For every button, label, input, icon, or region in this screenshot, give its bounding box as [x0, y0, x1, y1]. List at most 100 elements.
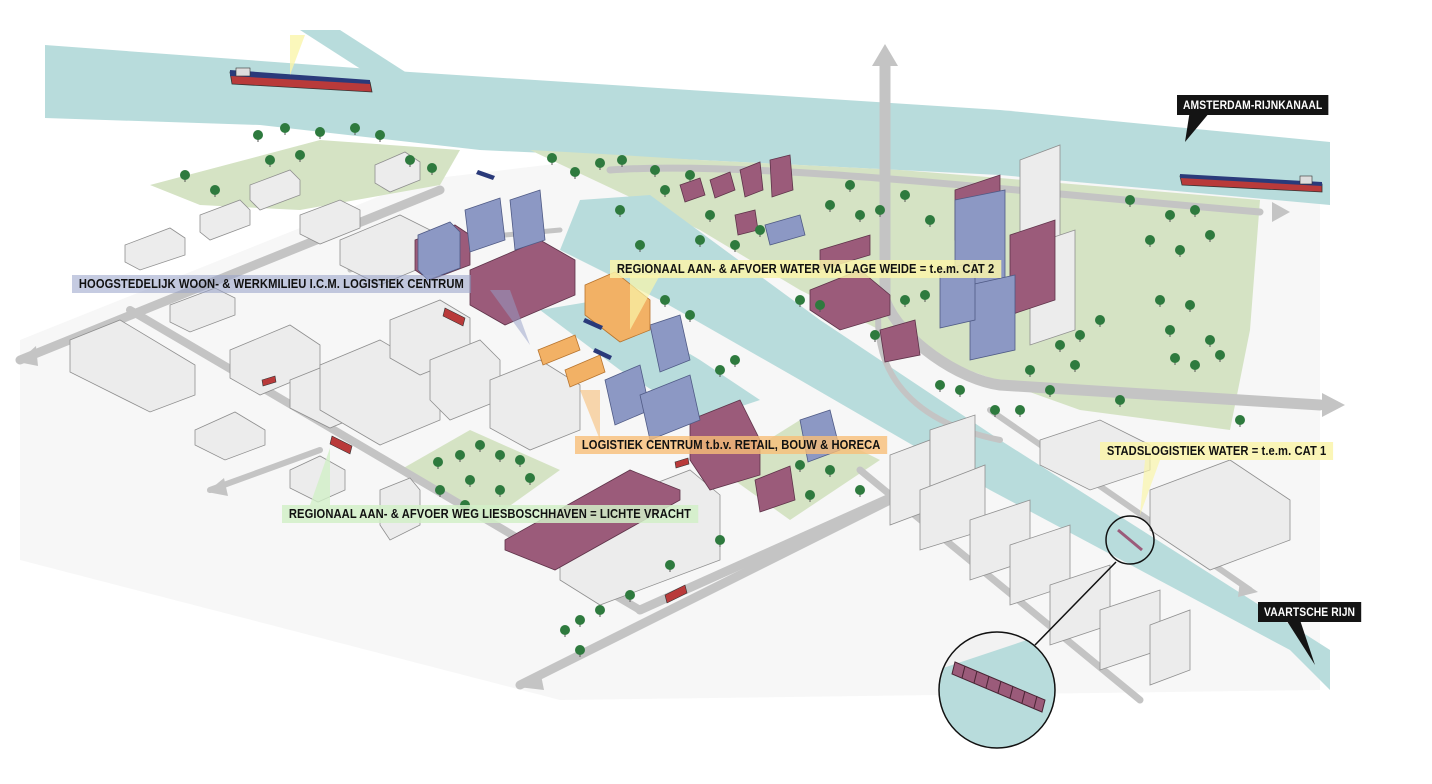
tree-icon [1170, 353, 1180, 365]
pointer-icon [290, 35, 305, 75]
tree-icon [265, 155, 275, 167]
grey-buildings [69, 144, 1291, 686]
tree-icon [433, 457, 443, 469]
tree-icon [625, 590, 635, 602]
tree-icon [1175, 245, 1185, 257]
tree-icon [900, 295, 910, 307]
tree-icon [920, 290, 930, 302]
tree-icon [1205, 230, 1215, 242]
magnifier-icon [938, 515, 1155, 749]
tree-icon [1125, 195, 1135, 207]
tree-icon [180, 170, 190, 182]
tree-icon [615, 205, 625, 217]
tree-icon [660, 295, 670, 307]
tree-icon [795, 295, 805, 307]
tree-icon [515, 455, 525, 467]
canal-branch-north [300, 30, 410, 75]
tree-icon [1215, 350, 1225, 362]
tree-icon [435, 485, 445, 497]
tree-icon [1075, 330, 1085, 342]
tree-icon [427, 163, 437, 175]
pointer-icon [580, 390, 600, 440]
tree-icon [595, 158, 605, 170]
tree-icon [495, 485, 505, 497]
label-stadslogistiek-water: STADSLOGISTIEK WATER = t.e.m. CAT 1 [1100, 442, 1334, 460]
tree-icon [660, 185, 670, 197]
tree-icon [875, 205, 885, 217]
barge-icon [476, 170, 612, 360]
tree-icon [695, 235, 705, 247]
harbour-basin [540, 300, 760, 420]
tree-icon [575, 645, 585, 657]
tree-icon [1190, 205, 1200, 217]
tree-icon [730, 355, 740, 367]
tree-icon [575, 615, 585, 627]
pointer-icon [1140, 460, 1160, 515]
tree-icon [855, 210, 865, 222]
green-area-park [400, 430, 560, 520]
tree-icon [295, 150, 305, 162]
tree-icon [210, 185, 220, 197]
tree-icon [845, 180, 855, 192]
tree-icon [715, 365, 725, 377]
tree-icon [1015, 405, 1025, 417]
tree-icon [570, 167, 580, 179]
tree-icon [755, 225, 765, 237]
tree-icon [730, 240, 740, 252]
blue-buildings [417, 189, 1016, 463]
green-area-northwest [150, 140, 460, 210]
tree-icon [375, 130, 385, 142]
tree-icon [685, 170, 695, 182]
pointer-icon [1285, 618, 1315, 665]
tree-icon [280, 123, 290, 135]
tree-icon [595, 605, 605, 617]
tree-icon [617, 155, 627, 167]
tree-icon [635, 240, 645, 252]
tree-icon [935, 380, 945, 392]
tree-icon [495, 450, 505, 462]
barge-icon [229, 67, 373, 93]
truck-icon [261, 307, 690, 604]
tree-icon [650, 165, 660, 177]
label-vaartsche-rijn: VAARTSCHE RIJN [1258, 602, 1362, 622]
tree-icon [955, 385, 965, 397]
label-regionaal-weg: REGIONAAL AAN- & AFVOER WEG LIESBOSCHHAV… [282, 505, 698, 523]
tree-icon [1025, 365, 1035, 377]
tree-icon [665, 560, 675, 572]
tree-icon [990, 405, 1000, 417]
tree-icon [825, 200, 835, 212]
tree-icon [795, 460, 805, 472]
tree-icon [315, 127, 325, 139]
tree-icon [1205, 335, 1215, 347]
tree-icon [900, 190, 910, 202]
tree-icon [925, 215, 935, 227]
tree-icon [525, 473, 535, 485]
tree-icon [870, 330, 880, 342]
tree-icon [1165, 325, 1175, 337]
pointer-icon [490, 290, 530, 345]
tree-icon [1235, 415, 1245, 427]
tree-icon [465, 475, 475, 487]
label-hoogstedelijk-woon-werkmilieu: HOOGSTEDELIJK WOON- & WERKMILIEU I.C.M. … [72, 275, 471, 293]
tree-icon [405, 155, 415, 167]
tree-icon [475, 440, 485, 452]
trees [180, 123, 1245, 657]
tree-icon [1095, 315, 1105, 327]
tree-icon [715, 535, 725, 547]
tree-icon [1145, 235, 1155, 247]
label-regionaal-water: REGIONAAL AAN- & AFVOER WATER VIA LAGE W… [610, 260, 1002, 278]
tree-icon [1115, 395, 1125, 407]
arrow-icon [18, 44, 1345, 690]
tree-icon [350, 123, 360, 135]
label-amsterdam-rijnkanaal: AMSTERDAM-RIJNKANAAL [1177, 95, 1329, 115]
tree-icon [1155, 295, 1165, 307]
tree-icon [855, 485, 865, 497]
tree-icon [1185, 300, 1195, 312]
tree-icon [253, 130, 263, 142]
tree-icon [1190, 360, 1200, 372]
tree-icon [455, 450, 465, 462]
purple-buildings [414, 154, 1056, 571]
barge-icon [1179, 174, 1323, 193]
tree-icon [685, 310, 695, 322]
